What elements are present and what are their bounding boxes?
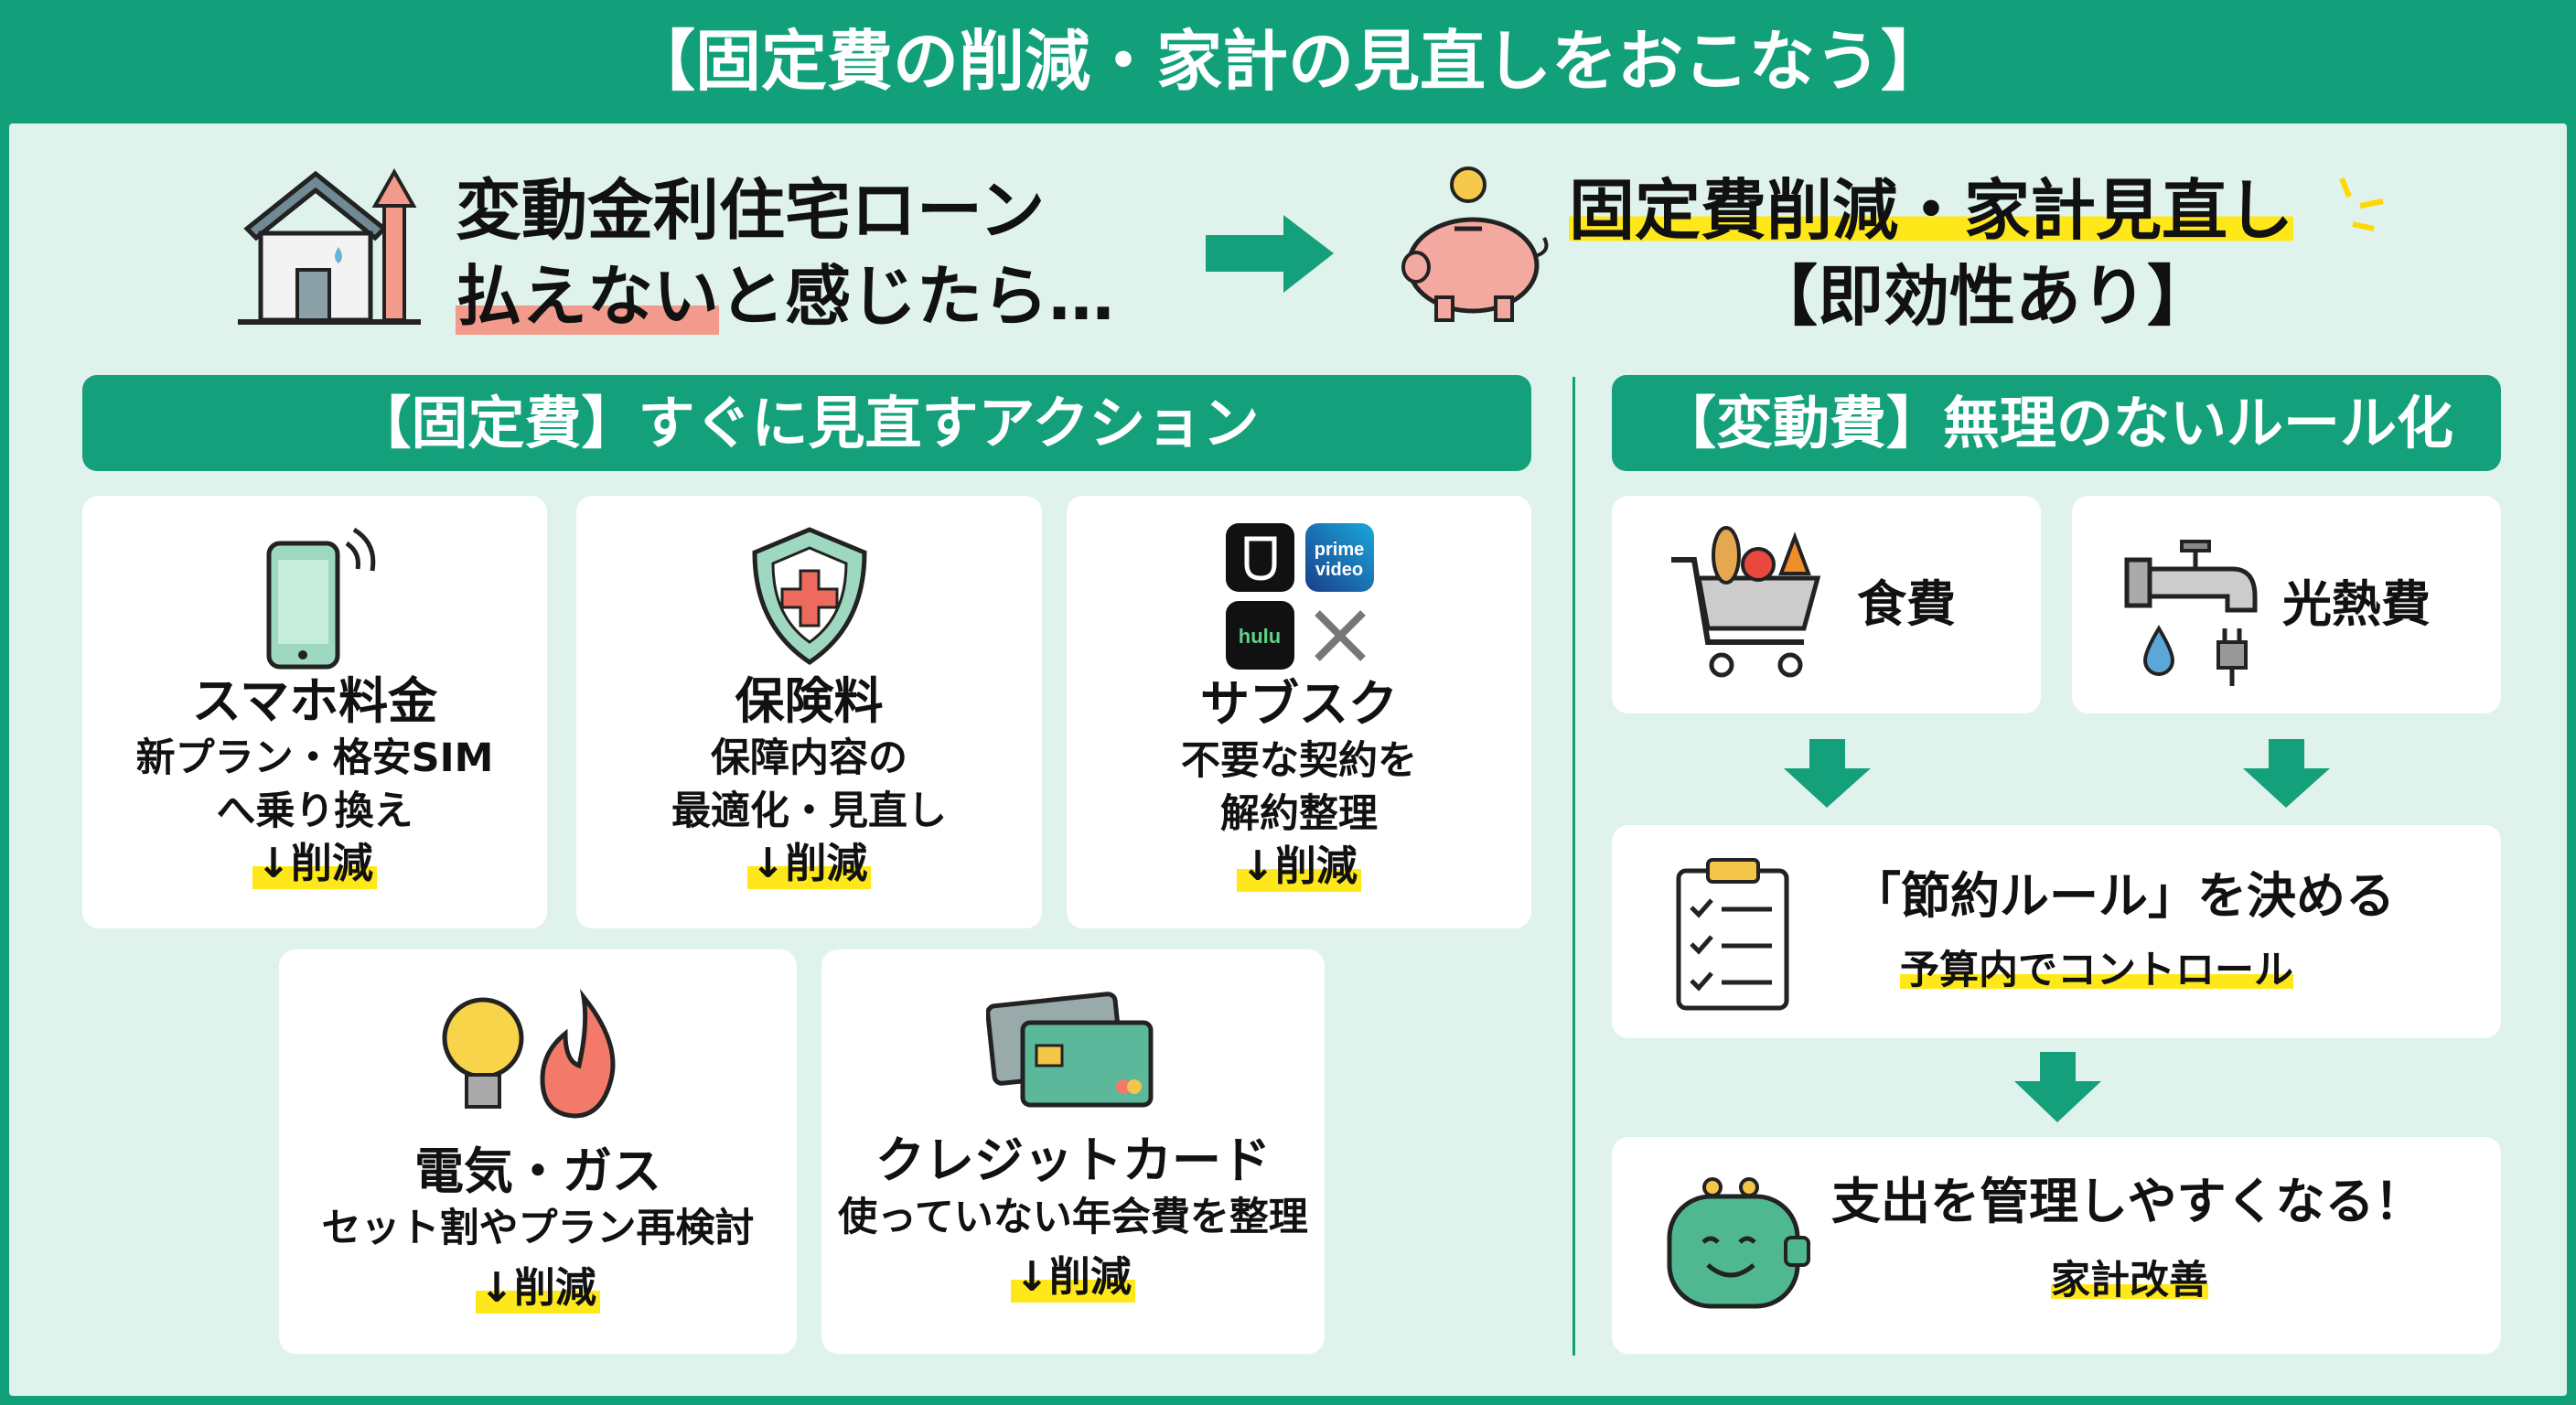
bulb-flame-icon — [442, 988, 616, 1119]
house-rising-arrow-icon — [238, 167, 421, 325]
smartphone-icon — [266, 527, 376, 670]
credit-card-icon — [986, 992, 1154, 1108]
hulu-logo: hulu — [1239, 625, 1281, 648]
arrow-down-icon — [2014, 1052, 2101, 1122]
card-desc: 使っていない年会費を整理 — [838, 1195, 1308, 1240]
arrow-down-icon — [2243, 739, 2330, 808]
food-label: 食費 — [1857, 575, 1956, 633]
smiling-wallet-icon — [1667, 1177, 1810, 1309]
card-desc: 不要な契約を — [1181, 738, 1417, 784]
sparkle-icon — [2339, 177, 2384, 231]
card-electricity-gas: 電気・ガス セット割やプラン再検討 ↓削減 — [279, 949, 797, 1354]
solution-line2: 【即効性あり】 — [1752, 258, 2214, 335]
result-subtitle-text: 家計改善 — [2051, 1258, 2208, 1303]
problem-line1: 変動金利住宅ローン — [456, 172, 1046, 249]
reduce-label: ↓削減 — [746, 838, 872, 889]
card-desc: 新プラン・格安SIM — [135, 735, 494, 781]
card-title: サブスク — [1200, 675, 1398, 733]
subscription-apps-icon: prime video hulu — [1226, 523, 1374, 670]
result-title: 支出を管理しやすくなる！ — [1831, 1173, 2424, 1230]
rule-subtitle: 予算内でコントロール — [1900, 944, 2293, 997]
rule-subtitle-text: 予算内でコントロール — [1900, 948, 2293, 993]
solution-highlight: 固定費削減・家計見直し — [1569, 172, 2294, 249]
card-desc: セット割やプラン再検討 — [321, 1206, 755, 1251]
solution-line1: 固定費削減・家計見直し — [1569, 166, 2294, 254]
shopping-cart-icon — [1671, 526, 1821, 678]
card-savings-rule: 「節約ルール」を決める 予算内でコントロール — [1612, 825, 2501, 1038]
reduce-label: ↓削減 — [476, 1262, 600, 1314]
faucet-plug-icon — [2124, 540, 2258, 686]
reduce-label: ↓削減 — [1011, 1251, 1135, 1303]
rule-title: 「節約ルール」を決める — [1852, 867, 2395, 925]
reduce-label: ↓削減 — [1237, 841, 1361, 892]
card-desc: 解約整理 — [1220, 791, 1378, 837]
variable-costs-header: 【変動費】無理のないルール化 — [1612, 375, 2501, 471]
card-title: クレジットカード — [875, 1132, 1271, 1189]
problem-line2: 払えないと感じたら… — [456, 252, 1114, 340]
card-title: 電気・ガス — [414, 1142, 661, 1200]
card-result: 支出を管理しやすくなる！ 家計改善 — [1612, 1137, 2501, 1354]
card-utilities: 光熱費 — [2072, 496, 2501, 713]
section-divider — [1572, 377, 1575, 1356]
card-credit-card: クレジットカード 使っていない年会費を整理 ↓削減 — [821, 949, 1325, 1354]
prime-video-logo: prime — [1315, 540, 1364, 560]
problem-highlight: 払えない — [456, 258, 720, 335]
utilities-label: 光熱費 — [2282, 575, 2431, 633]
card-title: スマホ料金 — [191, 672, 438, 730]
checklist-icon — [1676, 858, 1789, 1011]
svg-text:video: video — [1315, 560, 1363, 580]
page-title: 【固定費の削減・家計の見直しをおこなう】 — [628, 23, 1947, 100]
result-subtitle: 家計改善 — [2051, 1254, 2208, 1307]
card-subscription: prime video hulu サブスク 不要な契約を 解約整理 ↓削減 — [1067, 496, 1531, 928]
card-desc: 保障内容の — [711, 735, 907, 781]
piggy-bank-icon — [1401, 166, 1549, 322]
card-desc: 最適化・見直し — [671, 788, 947, 834]
shield-cross-icon — [751, 527, 867, 666]
fixed-costs-header: 【固定費】すぐに見直すアクション — [82, 375, 1531, 471]
card-insurance: 保険料 保障内容の 最適化・見直し ↓削減 — [576, 496, 1042, 928]
card-desc: へ乗り換え — [216, 788, 413, 834]
card-food: 食費 — [1612, 496, 2041, 713]
card-title: 保険料 — [735, 672, 884, 730]
arrow-down-icon — [1784, 739, 1871, 808]
reduce-label: ↓削減 — [252, 838, 377, 889]
problem-rest: と感じたら… — [719, 258, 1115, 335]
card-smartphone: スマホ料金 新プラン・格安SIM へ乗り換え ↓削減 — [82, 496, 547, 928]
arrow-right-icon — [1206, 215, 1334, 293]
